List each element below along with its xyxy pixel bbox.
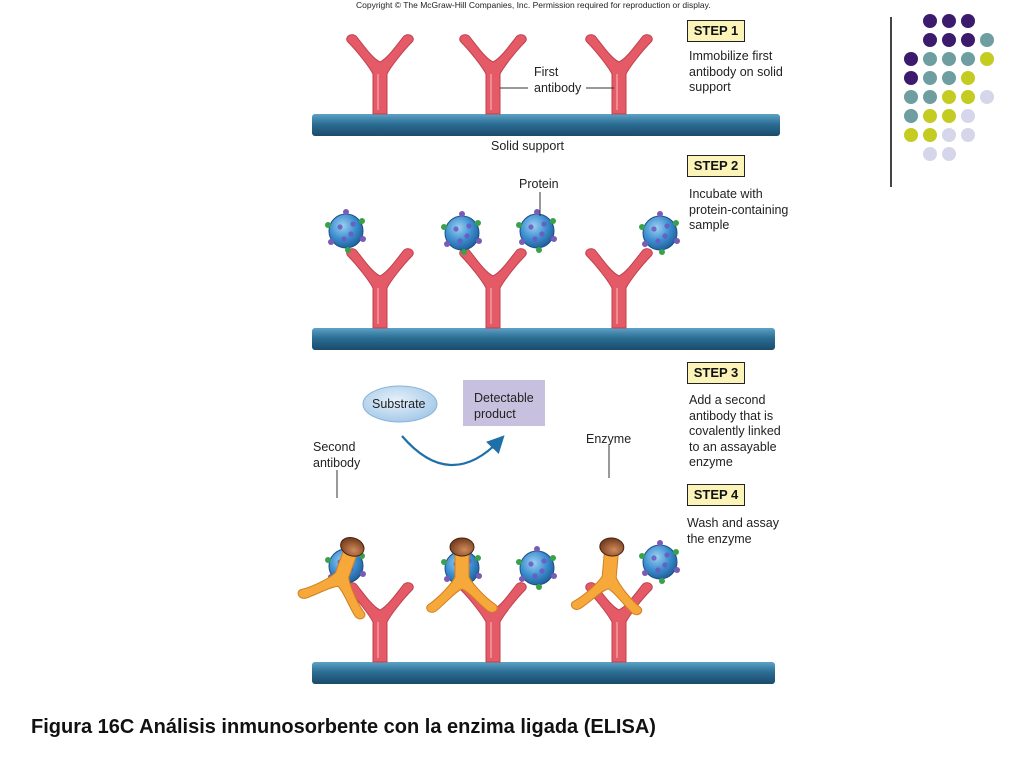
decoration-dot bbox=[923, 90, 937, 104]
step-4-description: Wash and assay the enzyme bbox=[687, 516, 779, 546]
step-2-badge: STEP 2 bbox=[687, 155, 745, 177]
enzyme-blob bbox=[340, 536, 365, 557]
decoration-dot bbox=[961, 109, 975, 123]
decoration-dot bbox=[942, 109, 956, 123]
first-antibody bbox=[459, 248, 527, 329]
detectable-product-label: Detectable product bbox=[474, 391, 534, 421]
solid-support-bar bbox=[312, 114, 780, 136]
decoration-dot bbox=[942, 128, 956, 142]
protein-molecule bbox=[516, 546, 557, 590]
substrate-ellipse bbox=[362, 385, 438, 423]
decoration-dot bbox=[942, 147, 956, 161]
decoration-dot bbox=[904, 90, 918, 104]
detectable-product-box bbox=[463, 380, 545, 426]
step-1-description: Immobilize first antibody on solid suppo… bbox=[689, 49, 783, 95]
first-antibody bbox=[346, 248, 414, 329]
decoration-dot bbox=[980, 52, 994, 66]
first-antibody bbox=[585, 582, 653, 663]
decoration-dot bbox=[961, 128, 975, 142]
decoration-dot bbox=[923, 128, 937, 142]
enzyme-label: Enzyme bbox=[586, 432, 632, 446]
solid-support-bar bbox=[312, 662, 775, 684]
second-antibody-label: Second antibody bbox=[313, 440, 361, 470]
decoration-dot bbox=[980, 33, 994, 47]
enzyme-blob bbox=[449, 537, 475, 557]
decoration-dot bbox=[923, 52, 937, 66]
first-antibody bbox=[585, 34, 653, 115]
decoration-divider bbox=[890, 17, 892, 187]
step-2-description: Incubate with protein-containing sample bbox=[689, 187, 789, 233]
decoration-dot bbox=[923, 33, 937, 47]
decoration-dot bbox=[904, 52, 918, 66]
first-antibody bbox=[459, 34, 527, 115]
solid-support-label: Solid support bbox=[491, 139, 564, 153]
second-antibody bbox=[297, 536, 366, 620]
solid-support-bar bbox=[312, 328, 775, 350]
decoration-dot bbox=[923, 147, 937, 161]
protein-molecule bbox=[639, 540, 680, 584]
decoration-dot bbox=[942, 52, 956, 66]
second-antibody bbox=[426, 537, 498, 613]
figure-caption: Figura 16C Análisis inmunosorbente con l… bbox=[31, 716, 656, 738]
first-antibody bbox=[585, 248, 653, 329]
decoration-dot bbox=[961, 71, 975, 85]
decoration-dot bbox=[980, 90, 994, 104]
copyright-notice: Copyright © The McGraw-Hill Companies, I… bbox=[356, 0, 711, 10]
protein-label: Protein bbox=[519, 177, 559, 191]
decoration-dot bbox=[923, 109, 937, 123]
decoration-dot bbox=[904, 109, 918, 123]
decoration-dot bbox=[904, 128, 918, 142]
protein-molecule bbox=[325, 209, 366, 253]
step-3-badge: STEP 3 bbox=[687, 362, 745, 384]
decoration-dot bbox=[942, 33, 956, 47]
decoration-dot bbox=[942, 90, 956, 104]
decoration-dot-grid bbox=[904, 14, 1014, 174]
step-4-badge: STEP 4 bbox=[687, 484, 745, 506]
decoration-dot bbox=[923, 14, 937, 28]
decoration-dot bbox=[961, 14, 975, 28]
decoration-dot bbox=[942, 14, 956, 28]
protein-molecule bbox=[639, 211, 680, 255]
decoration-dot bbox=[961, 33, 975, 47]
decoration-dot bbox=[923, 71, 937, 85]
substrate-label: Substrate bbox=[372, 397, 426, 411]
first-antibody-label: First antibody bbox=[534, 65, 582, 95]
decoration-dot bbox=[904, 71, 918, 85]
protein-molecule bbox=[516, 209, 557, 253]
reaction-arrow bbox=[401, 435, 505, 467]
decoration-dot bbox=[942, 71, 956, 85]
protein-molecule bbox=[441, 211, 482, 255]
first-antibody bbox=[346, 34, 414, 115]
decoration-dot bbox=[961, 90, 975, 104]
decoration-dot bbox=[961, 52, 975, 66]
enzyme-blob bbox=[599, 537, 625, 557]
step-1-badge: STEP 1 bbox=[687, 20, 745, 42]
step-3-description: Add a second antibody that is covalently… bbox=[689, 393, 781, 470]
first-antibody bbox=[346, 582, 414, 663]
second-antibody bbox=[570, 537, 643, 616]
